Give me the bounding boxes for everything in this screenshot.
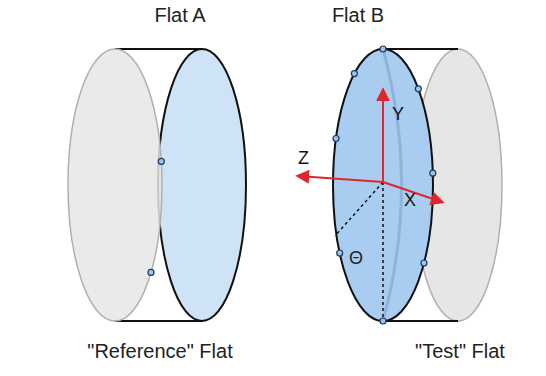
flat-title: Flat B bbox=[248, 4, 468, 27]
flat-caption: "Reference" Flat bbox=[40, 340, 280, 363]
test-flat bbox=[333, 46, 502, 324]
flat-title: Flat A bbox=[60, 4, 300, 27]
reference-flat bbox=[68, 49, 246, 321]
flat-caption: "Test" Flat bbox=[350, 340, 546, 363]
flat-node: Flat B"Test" Flat bbox=[320, 2, 540, 372]
axis-label: Y bbox=[392, 104, 404, 125]
axis-label: Z bbox=[298, 148, 309, 169]
axis-label: Θ bbox=[349, 248, 363, 269]
coordinate-axes bbox=[298, 90, 442, 318]
flat-node: Flat A"Reference" Flat bbox=[40, 2, 280, 372]
axis-label: X bbox=[404, 190, 416, 211]
